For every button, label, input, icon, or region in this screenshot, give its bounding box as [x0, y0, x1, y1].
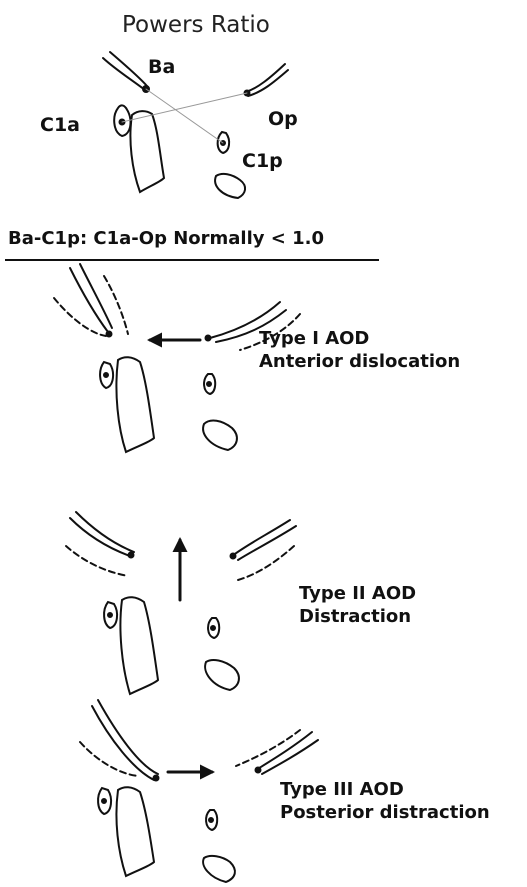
reference-sketch [103, 52, 288, 198]
type1-sketch [54, 264, 300, 452]
type3-sketch [80, 700, 318, 882]
line-c1a-op [122, 93, 247, 122]
clivus-shape [103, 52, 147, 90]
occipital-shape [246, 64, 288, 96]
c2-posterior-shape [215, 174, 245, 198]
type2-sketch [66, 512, 296, 694]
dens-shape [130, 111, 164, 192]
